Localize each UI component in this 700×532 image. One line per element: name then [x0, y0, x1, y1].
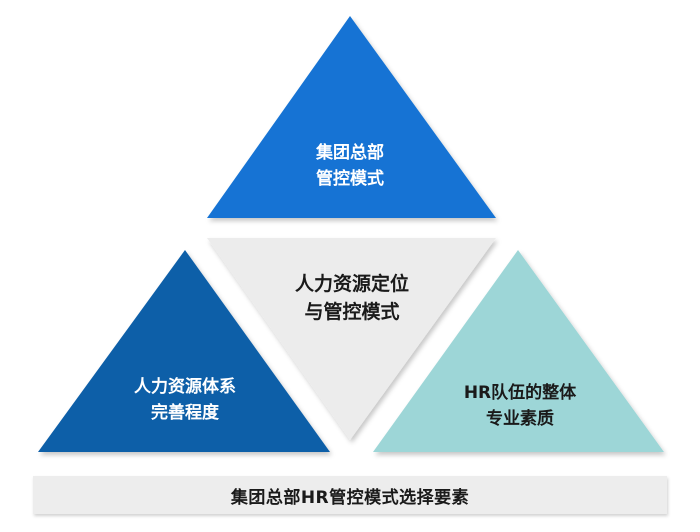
left-triangle-label-line2: 完善程度 [151, 402, 220, 423]
right-triangle-label-line1: HR队伍的整体 [464, 382, 577, 403]
top-triangle-label-line2: 管控模式 [316, 168, 384, 189]
base-bar: 集团总部HR管控模式选择要素 [33, 476, 667, 514]
left-triangle [38, 250, 330, 452]
right-triangle-label-line2: 专业素质 [486, 408, 554, 429]
center-triangle-label-line1: 人力资源定位 [295, 272, 409, 295]
center-triangle [207, 238, 496, 440]
top-triangle-label-line1: 集团总部 [315, 142, 384, 163]
center-triangle-label-line2: 与管控模式 [304, 300, 399, 323]
top-triangle [207, 16, 496, 218]
left-triangle-label-line1: 人力资源体系 [134, 376, 236, 397]
base-bar-label: 集团总部HR管控模式选择要素 [230, 487, 470, 508]
right-triangle [373, 250, 664, 452]
